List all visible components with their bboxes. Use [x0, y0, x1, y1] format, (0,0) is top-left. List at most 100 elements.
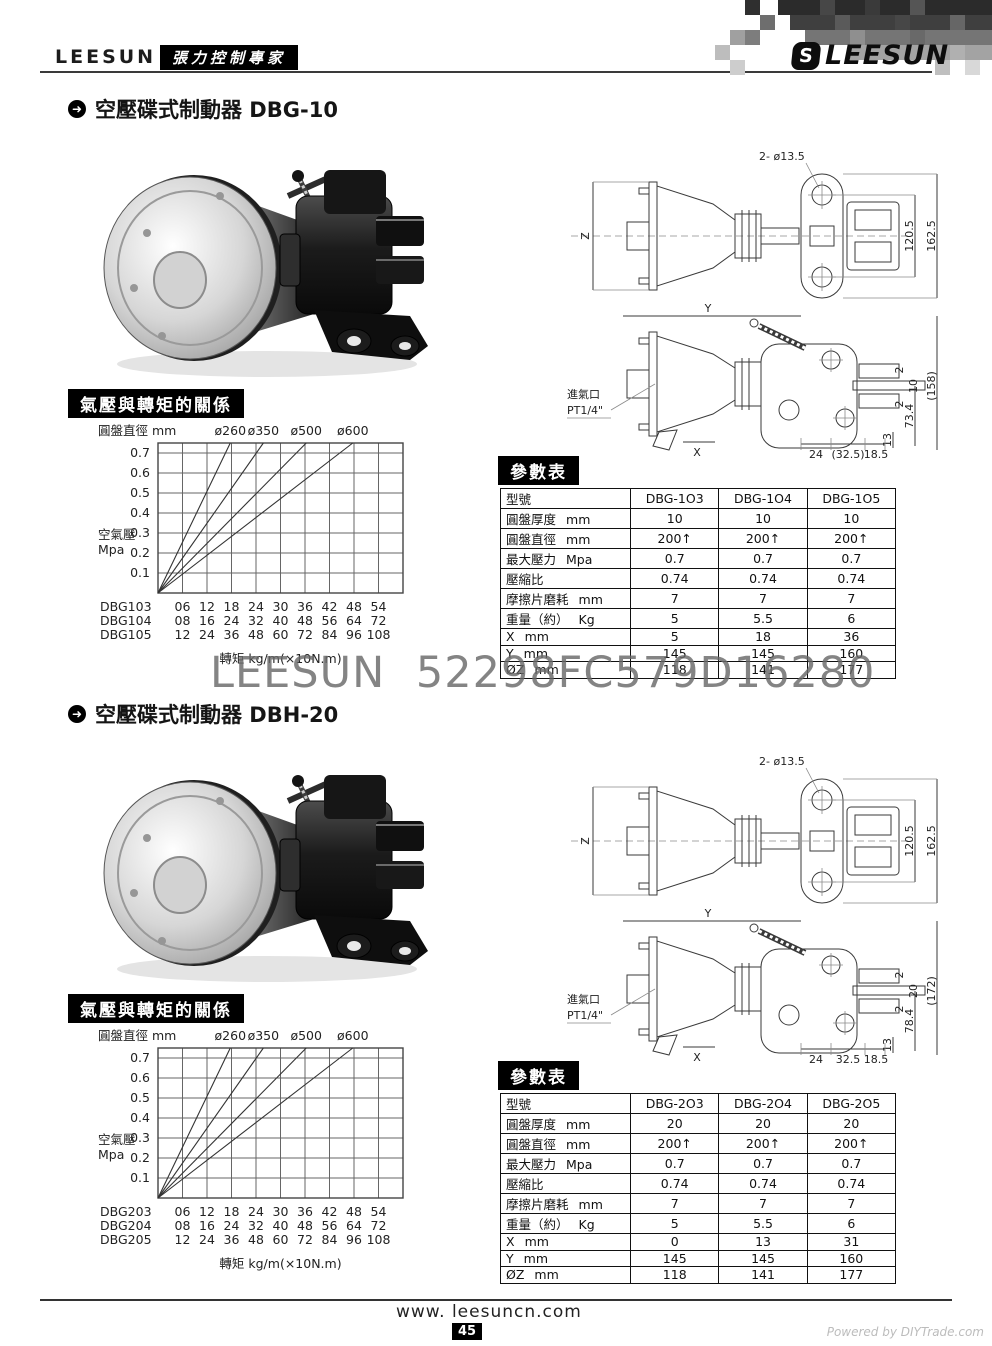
value-cell: 7: [806, 1193, 897, 1214]
svg-text:12: 12: [175, 1232, 191, 1247]
value-cell: 0.74: [630, 1173, 720, 1194]
value-cell: 160: [806, 644, 897, 663]
model-name-cell: DBG-2O5: [806, 1093, 897, 1114]
value-cell: 31: [806, 1233, 897, 1251]
svg-text:Y: Y: [704, 302, 712, 315]
svg-text:PT1/4": PT1/4": [567, 1009, 603, 1022]
section-dbg-10: ➜ 空壓碟式制動器 DBG-10: [0, 86, 992, 691]
value-cell: 0.7: [630, 548, 720, 569]
svg-text:2- ø13.5: 2- ø13.5: [759, 755, 805, 768]
section-dbh-20: ➜ 空壓碟式制動器 DBH-20: [0, 691, 992, 1296]
svg-text:DBG104: DBG104: [100, 613, 152, 628]
param-table-label: 參數表: [498, 456, 579, 485]
svg-text:12: 12: [199, 599, 215, 614]
svg-text:32: 32: [248, 1218, 264, 1233]
svg-text:42: 42: [322, 1204, 338, 1219]
svg-text:ø500: ø500: [290, 1028, 322, 1043]
svg-text:DBG204: DBG204: [100, 1218, 152, 1233]
svg-text:ø350: ø350: [248, 423, 280, 438]
leesun-logo-icon: S: [790, 41, 822, 70]
svg-text:40: 40: [273, 613, 289, 628]
svg-text:30: 30: [273, 599, 289, 614]
svg-text:60: 60: [273, 627, 289, 642]
model-name-cell: DBG-2O4: [718, 1093, 808, 1114]
svg-text:06: 06: [175, 1204, 191, 1219]
svg-text:36: 36: [297, 599, 313, 614]
svg-text:18.5: 18.5: [864, 1053, 889, 1065]
value-cell: 145: [718, 1249, 808, 1268]
value-cell: 5: [630, 608, 720, 629]
svg-text:Z: Z: [579, 232, 592, 240]
svg-text:圓盤直徑 mm: 圓盤直徑 mm: [98, 1028, 176, 1043]
svg-text:18: 18: [224, 1204, 240, 1219]
section-title: ➜ 空壓碟式制動器 DBG-10: [68, 94, 338, 124]
svg-text:48: 48: [248, 1232, 264, 1247]
value-cell: 6: [806, 608, 897, 629]
header-divider: [40, 71, 932, 73]
value-cell: 5: [630, 628, 720, 646]
model-header-cell: 型號: [499, 488, 632, 509]
row-label-cell: 壓縮比: [499, 568, 632, 589]
svg-text:13: 13: [881, 1038, 894, 1052]
value-cell: 7: [630, 1193, 720, 1214]
value-cell: 20: [630, 1113, 720, 1134]
value-cell: 0.74: [806, 1173, 897, 1194]
svg-text:56: 56: [322, 613, 338, 628]
leesun-logo-text: LEESUN: [825, 40, 950, 71]
value-cell: 145: [630, 1249, 720, 1268]
value-cell: 18: [718, 628, 808, 646]
svg-text:0.7: 0.7: [130, 1050, 150, 1065]
svg-text:24: 24: [224, 1218, 240, 1233]
svg-text:64: 64: [346, 1218, 362, 1233]
svg-text:12: 12: [175, 627, 191, 642]
svg-text:06: 06: [175, 599, 191, 614]
svg-text:2: 2: [893, 367, 906, 374]
website-url: www. leesuncn.com: [396, 1302, 582, 1322]
value-cell: 145: [630, 644, 720, 663]
technical-drawing: 2- ø13.5 Z 120.5 162.5 Y: [567, 150, 938, 460]
svg-text:18: 18: [224, 599, 240, 614]
technical-drawing: 2- ø13.5 Z 120.5 162.5 Y: [567, 755, 938, 1065]
svg-text:120.5: 120.5: [903, 825, 916, 857]
value-cell: 0.7: [718, 1153, 808, 1174]
value-cell: 141: [718, 661, 808, 679]
svg-text:36: 36: [224, 1232, 240, 1247]
svg-text:DBG103: DBG103: [100, 599, 152, 614]
svg-text:ø350: ø350: [248, 1028, 280, 1043]
svg-text:13: 13: [881, 433, 894, 447]
svg-text:轉矩 kg/m(×10N.m): 轉矩 kg/m(×10N.m): [219, 1256, 341, 1271]
svg-text:0.3: 0.3: [130, 525, 150, 540]
svg-text:24: 24: [199, 1232, 215, 1247]
svg-text:20: 20: [907, 984, 920, 998]
value-cell: 7: [806, 588, 897, 609]
svg-text:08: 08: [175, 1218, 191, 1233]
svg-text:進氣口: 進氣口: [567, 992, 600, 1006]
svg-text:108: 108: [367, 1232, 391, 1247]
svg-text:24: 24: [199, 627, 215, 642]
value-cell: 13: [718, 1233, 808, 1251]
svg-text:54: 54: [371, 599, 387, 614]
value-cell: 10: [806, 508, 897, 529]
value-cell: 200↑: [806, 528, 897, 549]
value-cell: 0.74: [806, 568, 897, 589]
svg-text:60: 60: [273, 1232, 289, 1247]
svg-text:108: 108: [367, 627, 391, 642]
svg-text:PT1/4": PT1/4": [567, 404, 603, 417]
svg-text:(172): (172): [925, 976, 938, 1006]
